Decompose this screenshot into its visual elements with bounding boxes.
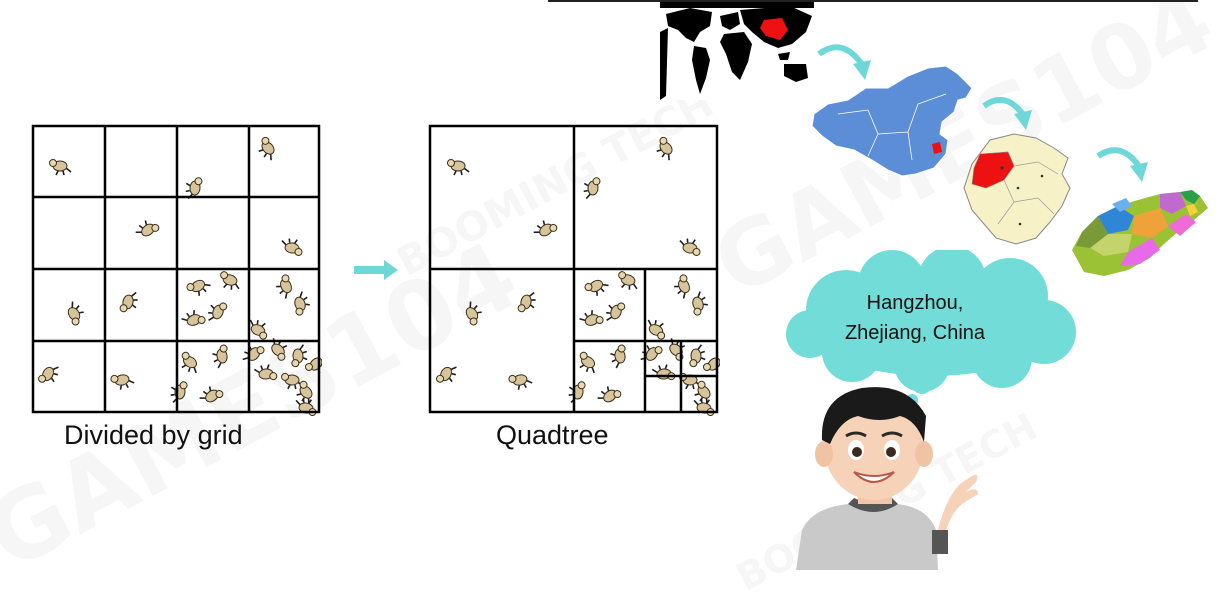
- curved-arrow-icon: [982, 96, 1032, 130]
- animal-icon: [291, 344, 308, 368]
- grid-lines: [31, 124, 321, 414]
- zhejiang-map-icon: [963, 133, 1071, 245]
- animal-icon: [447, 159, 470, 176]
- animal-icon: [258, 136, 275, 161]
- animal-icon: [38, 366, 59, 383]
- animal-icon: [110, 374, 135, 390]
- animal-icon: [135, 220, 160, 237]
- world-map-icon: [660, 2, 814, 100]
- speech-bubble-cloud: [786, 250, 1076, 406]
- animal-icon: [212, 344, 228, 369]
- animal-icon: [640, 345, 663, 361]
- animal-icon: [185, 177, 203, 200]
- grid-diagram: [31, 124, 322, 416]
- animal-icon: [583, 177, 601, 200]
- animal-icon: [618, 271, 638, 290]
- animal-icon: [119, 291, 138, 313]
- animal-icon: [181, 310, 206, 326]
- quadtree-lines: [428, 124, 719, 414]
- animal-icon: [67, 301, 84, 326]
- animal-icon: [597, 386, 622, 403]
- animal-icon: [674, 274, 690, 299]
- animal-icon: [647, 319, 666, 340]
- curved-arrow-icon: [1096, 147, 1148, 182]
- speech-bubble-text: Hangzhou, Zhejiang, China: [800, 288, 1030, 348]
- animal-icon: [296, 380, 313, 405]
- animal-icon: [508, 374, 533, 390]
- animal-icon: [579, 310, 604, 326]
- animal-icon: [181, 351, 198, 374]
- right-arrow-icon: [354, 260, 398, 280]
- animal-icon: [656, 136, 673, 161]
- animal-icon: [568, 381, 586, 403]
- animal-icon: [606, 302, 626, 321]
- speech-bubble-line: Hangzhou,: [866, 292, 964, 314]
- animal-icon: [584, 279, 609, 296]
- animal-icon: [281, 372, 304, 390]
- animal-icon: [465, 301, 482, 326]
- animal-icon: [276, 274, 292, 299]
- animal-icon: [610, 344, 626, 369]
- top-divider: [548, 0, 1198, 2]
- animal-icon: [689, 344, 706, 368]
- animal-icon: [220, 271, 240, 290]
- animal-icon: [692, 291, 708, 316]
- grid-animals: [38, 136, 322, 416]
- animal-icon: [579, 351, 596, 374]
- animal-icon: [294, 291, 310, 316]
- animal-icon: [533, 220, 558, 237]
- animal-icon: [679, 238, 701, 256]
- animal-icon: [242, 345, 265, 361]
- curved-arrow-icon: [817, 44, 871, 80]
- quadtree-diagram: [428, 124, 720, 416]
- quadtree-animals: [436, 136, 720, 416]
- animal-icon: [517, 291, 536, 313]
- speech-bubble-line: Zhejiang, China: [844, 322, 986, 344]
- animal-icon: [249, 319, 268, 340]
- animal-icon: [170, 381, 188, 403]
- china-map-icon: [811, 65, 973, 177]
- hangzhou-map-icon: [1072, 190, 1208, 276]
- animal-icon: [199, 386, 224, 403]
- animal-icon: [186, 279, 211, 296]
- animal-icon: [651, 364, 676, 381]
- animal-icon: [271, 338, 288, 361]
- animal-icon: [253, 364, 278, 381]
- animal-icon: [281, 238, 303, 256]
- boy-avatar-icon: [796, 387, 978, 570]
- animal-icon: [208, 302, 228, 321]
- animal-icon: [49, 159, 72, 176]
- grid-caption: Divided by grid: [64, 420, 243, 450]
- animal-icon: [436, 366, 457, 383]
- quadtree-caption: Quadtree: [496, 420, 609, 450]
